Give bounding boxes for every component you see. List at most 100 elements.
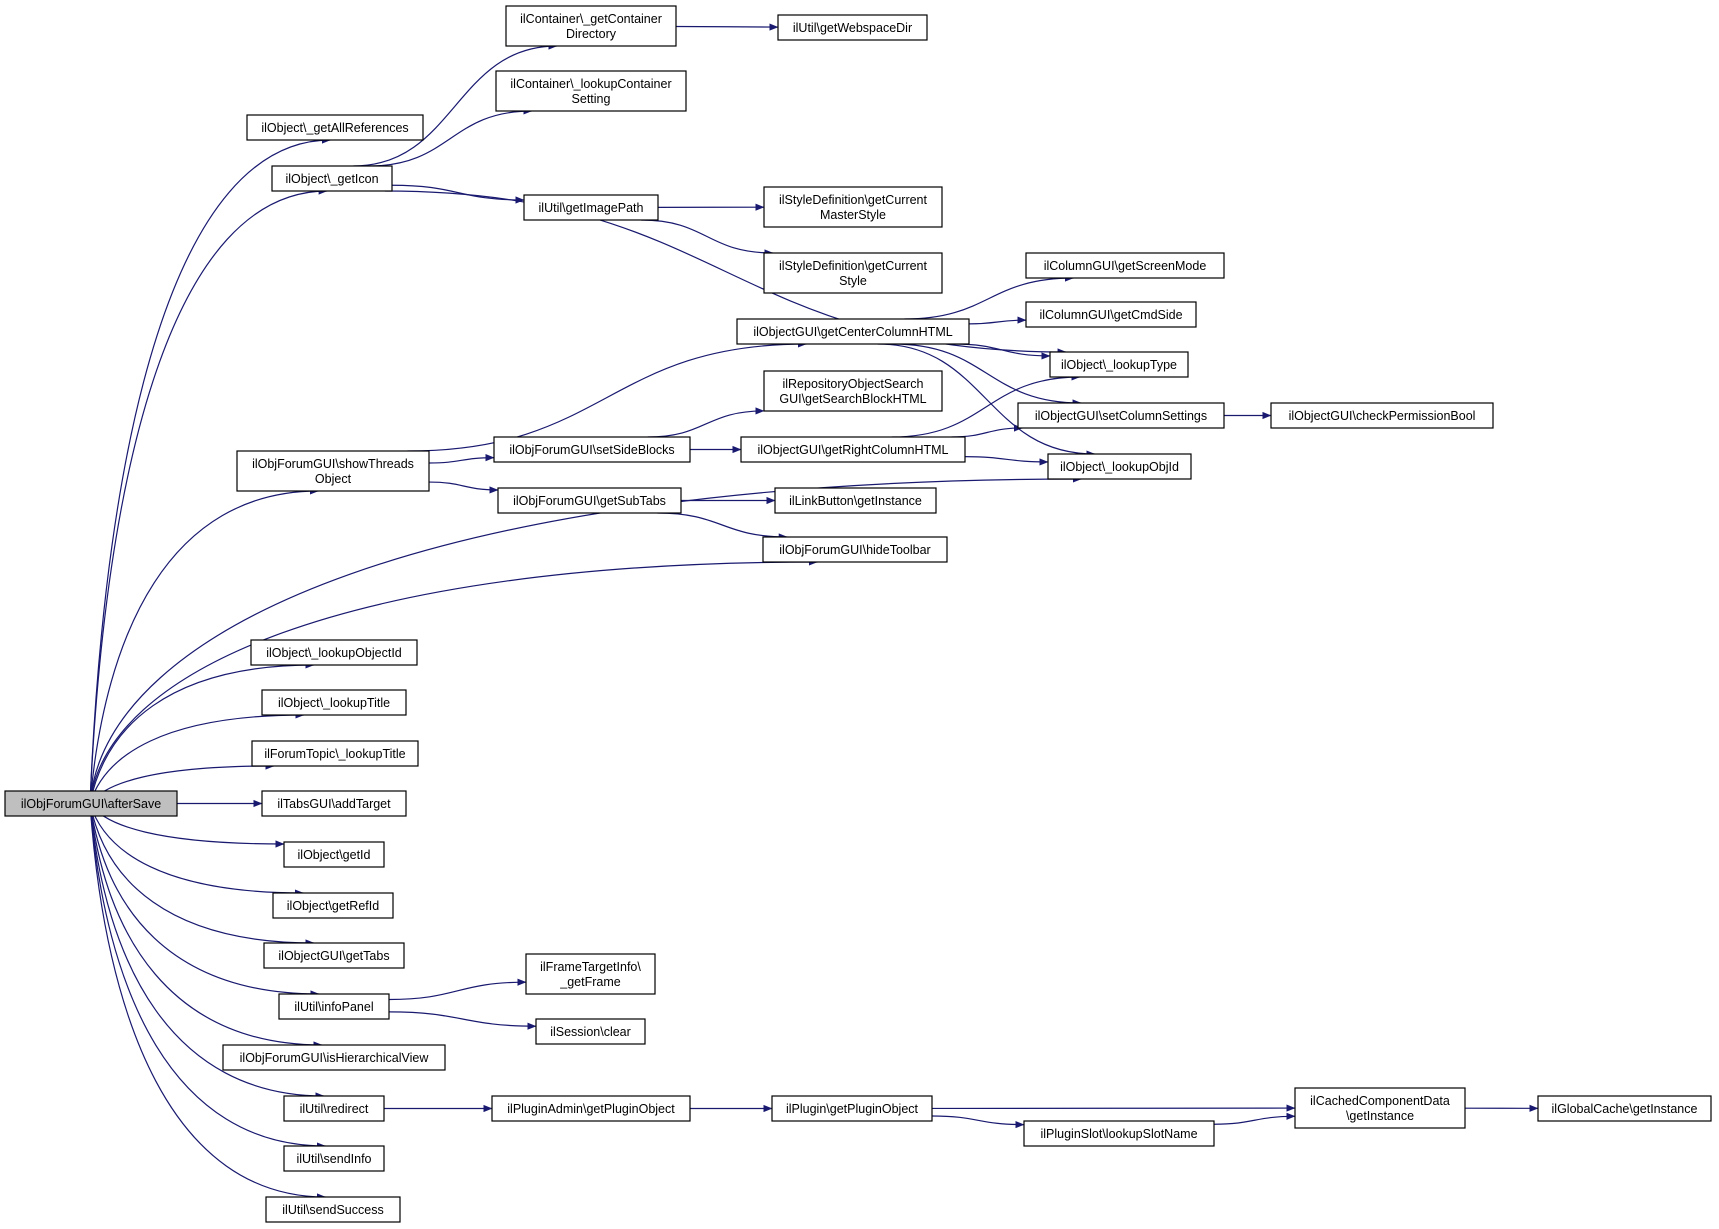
node-box — [272, 892, 394, 919]
edge-getIcon-to-getContainerDirectory — [353, 42, 558, 167]
node-box — [278, 993, 390, 1020]
node-label: ilUtil\redirect — [300, 1102, 369, 1116]
node-label: ilSession\clear — [550, 1025, 631, 1039]
node-forumTopicLookupTitle[interactable]: ilForumTopic\_lookupTitle — [251, 740, 419, 767]
node-label: ilObject\getId — [298, 848, 371, 862]
edge-infoPanel-to-getFrame — [388, 978, 527, 1001]
node-label: ilPlugin\getPluginObject — [786, 1102, 919, 1116]
node-box — [265, 1196, 401, 1223]
node-checkPermissionBool[interactable]: ilObjectGUI\checkPermissionBool — [1270, 402, 1494, 429]
node-box — [523, 194, 659, 221]
node-sendInfo[interactable]: ilUtil\sendInfo — [283, 1145, 385, 1172]
node-label: ilForumTopic\_lookupTitle — [264, 747, 405, 761]
node-getTabs[interactable]: ilObjectGUI\getTabs — [263, 942, 405, 969]
node-box — [1025, 252, 1225, 279]
node-lookupSlotName[interactable]: ilPluginSlot\lookupSlotName — [1023, 1120, 1215, 1147]
edge-root-to-getIcon — [89, 187, 328, 804]
node-getRightColumnHTML[interactable]: ilObjectGUI\getRightColumnHTML — [740, 436, 966, 463]
node-redirect[interactable]: ilUtil\redirect — [283, 1095, 385, 1122]
edge-getCenterColumnHTML-to-lookupObjId — [877, 343, 1096, 458]
edge-getIcon-to-lookupContainerSetting — [368, 107, 533, 167]
node-label: ilObjectGUI\getRightColumnHTML — [757, 443, 948, 457]
node-label: ilTabsGUI\addTarget — [277, 797, 391, 811]
edge-root-to-isHierarchicalView — [89, 803, 323, 1049]
node-getAllReferences[interactable]: ilObject\_getAllReferences — [246, 114, 424, 141]
edge-getRightColumnHTML-to-setColumnSettings — [951, 424, 1023, 438]
node-box — [1294, 1087, 1466, 1129]
node-label: ilObjForumGUI\getSubTabs — [513, 494, 666, 508]
edge-root-to-getTabs — [89, 803, 315, 947]
node-infoPanel[interactable]: ilUtil\infoPanel — [278, 993, 390, 1020]
node-label: ilCachedComponentData — [1310, 1094, 1450, 1108]
node-sessionClear[interactable]: ilSession\clear — [535, 1018, 646, 1045]
node-label: ilPluginAdmin\getPluginObject — [507, 1102, 675, 1116]
node-lookupTitle[interactable]: ilObject\_lookupTitle — [261, 689, 407, 716]
node-box — [763, 370, 943, 412]
node-getScreenMode[interactable]: ilColumnGUI\getScreenMode — [1025, 252, 1225, 279]
node-label: _getFrame — [559, 975, 620, 989]
node-setColumnSettings[interactable]: ilObjectGUI\setColumnSettings — [1017, 402, 1225, 429]
node-isHierarchicalView[interactable]: ilObjForumGUI\isHierarchicalView — [222, 1044, 446, 1071]
node-globalCache[interactable]: ilGlobalCache\getInstance — [1537, 1095, 1712, 1122]
node-addTarget[interactable]: ilTabsGUI\addTarget — [261, 790, 407, 817]
node-box — [535, 1018, 646, 1045]
node-label: ilStyleDefinition\getCurrent — [779, 259, 928, 273]
node-box — [777, 14, 928, 41]
node-setSideBlocks[interactable]: ilObjForumGUI\setSideBlocks — [493, 436, 691, 463]
node-hideToolbar[interactable]: ilObjForumGUI\hideToolbar — [762, 536, 948, 563]
node-linkButtonGetInstance[interactable]: ilLinkButton\getInstance — [774, 487, 937, 514]
node-label: ilObjectGUI\checkPermissionBool — [1289, 409, 1476, 423]
node-getRefId[interactable]: ilObject\getRefId — [272, 892, 394, 919]
node-cachedComponentData[interactable]: ilCachedComponentData\getInstance — [1294, 1087, 1466, 1129]
node-label: ilObject\_lookupObjectId — [266, 646, 402, 660]
node-box — [762, 536, 948, 563]
node-pluginAdminGetPluginObject[interactable]: ilPluginAdmin\getPluginObject — [491, 1095, 691, 1122]
node-label: Setting — [572, 92, 611, 106]
node-box — [495, 70, 687, 112]
node-getWebspaceDir[interactable]: ilUtil\getWebspaceDir — [777, 14, 928, 41]
node-lookupObjId[interactable]: ilObject\_lookupObjId — [1047, 453, 1192, 480]
edge-getCenterColumnHTML-to-getScreenMode — [904, 274, 1074, 320]
node-label: ilColumnGUI\getCmdSide — [1039, 308, 1182, 322]
edge-root-to-redirect — [89, 803, 325, 1100]
node-sendSuccess[interactable]: ilUtil\sendSuccess — [265, 1196, 401, 1223]
edge-root-to-lookupObjId — [89, 475, 1082, 804]
node-getId[interactable]: ilObject\getId — [283, 841, 385, 868]
node-label: ilGlobalCache\getInstance — [1552, 1102, 1698, 1116]
node-label: ilObjForumGUI\hideToolbar — [779, 543, 930, 557]
node-box — [271, 165, 393, 192]
node-box — [736, 318, 970, 345]
node-lookupType[interactable]: ilObject\_lookupType — [1049, 351, 1189, 378]
node-root[interactable]: ilObjForumGUI\afterSave — [4, 790, 178, 817]
node-getCmdSide[interactable]: ilColumnGUI\getCmdSide — [1025, 301, 1197, 328]
edge-root-to-hideToolbar — [89, 558, 818, 804]
node-getFrame[interactable]: ilFrameTargetInfo\_getFrame — [525, 953, 656, 995]
node-getSearchBlockHTML[interactable]: ilRepositoryObjectSearchGUI\getSearchBlo… — [763, 370, 943, 412]
node-box — [246, 114, 424, 141]
node-label: Style — [839, 274, 867, 288]
node-label: ilUtil\getImagePath — [539, 201, 644, 215]
node-label: ilObject\_lookupType — [1061, 358, 1177, 372]
node-box — [261, 790, 407, 817]
node-pluginGetPluginObject[interactable]: ilPlugin\getPluginObject — [771, 1095, 933, 1122]
node-label: Directory — [566, 27, 617, 41]
node-getCenterColumnHTML[interactable]: ilObjectGUI\getCenterColumnHTML — [736, 318, 970, 345]
node-box — [497, 487, 682, 514]
edge-root-to-getAllReferences — [89, 136, 331, 804]
node-getImagePath[interactable]: ilUtil\getImagePath — [523, 194, 659, 221]
node-label: ilObjForumGUI\isHierarchicalView — [240, 1051, 430, 1065]
edge-getContainerDirectory-to-getWebspaceDir — [675, 23, 779, 31]
edge-getCenterColumnHTML-to-getCmdSide — [968, 316, 1027, 325]
node-lookupObjectId[interactable]: ilObject\_lookupObjectId — [250, 639, 418, 666]
node-getSubTabs[interactable]: ilObjForumGUI\getSubTabs — [497, 487, 682, 514]
node-box — [491, 1095, 691, 1122]
node-box — [763, 186, 943, 228]
node-label: ilObject\_lookupObjId — [1060, 460, 1179, 474]
node-getIcon[interactable]: ilObject\_getIcon — [271, 165, 393, 192]
